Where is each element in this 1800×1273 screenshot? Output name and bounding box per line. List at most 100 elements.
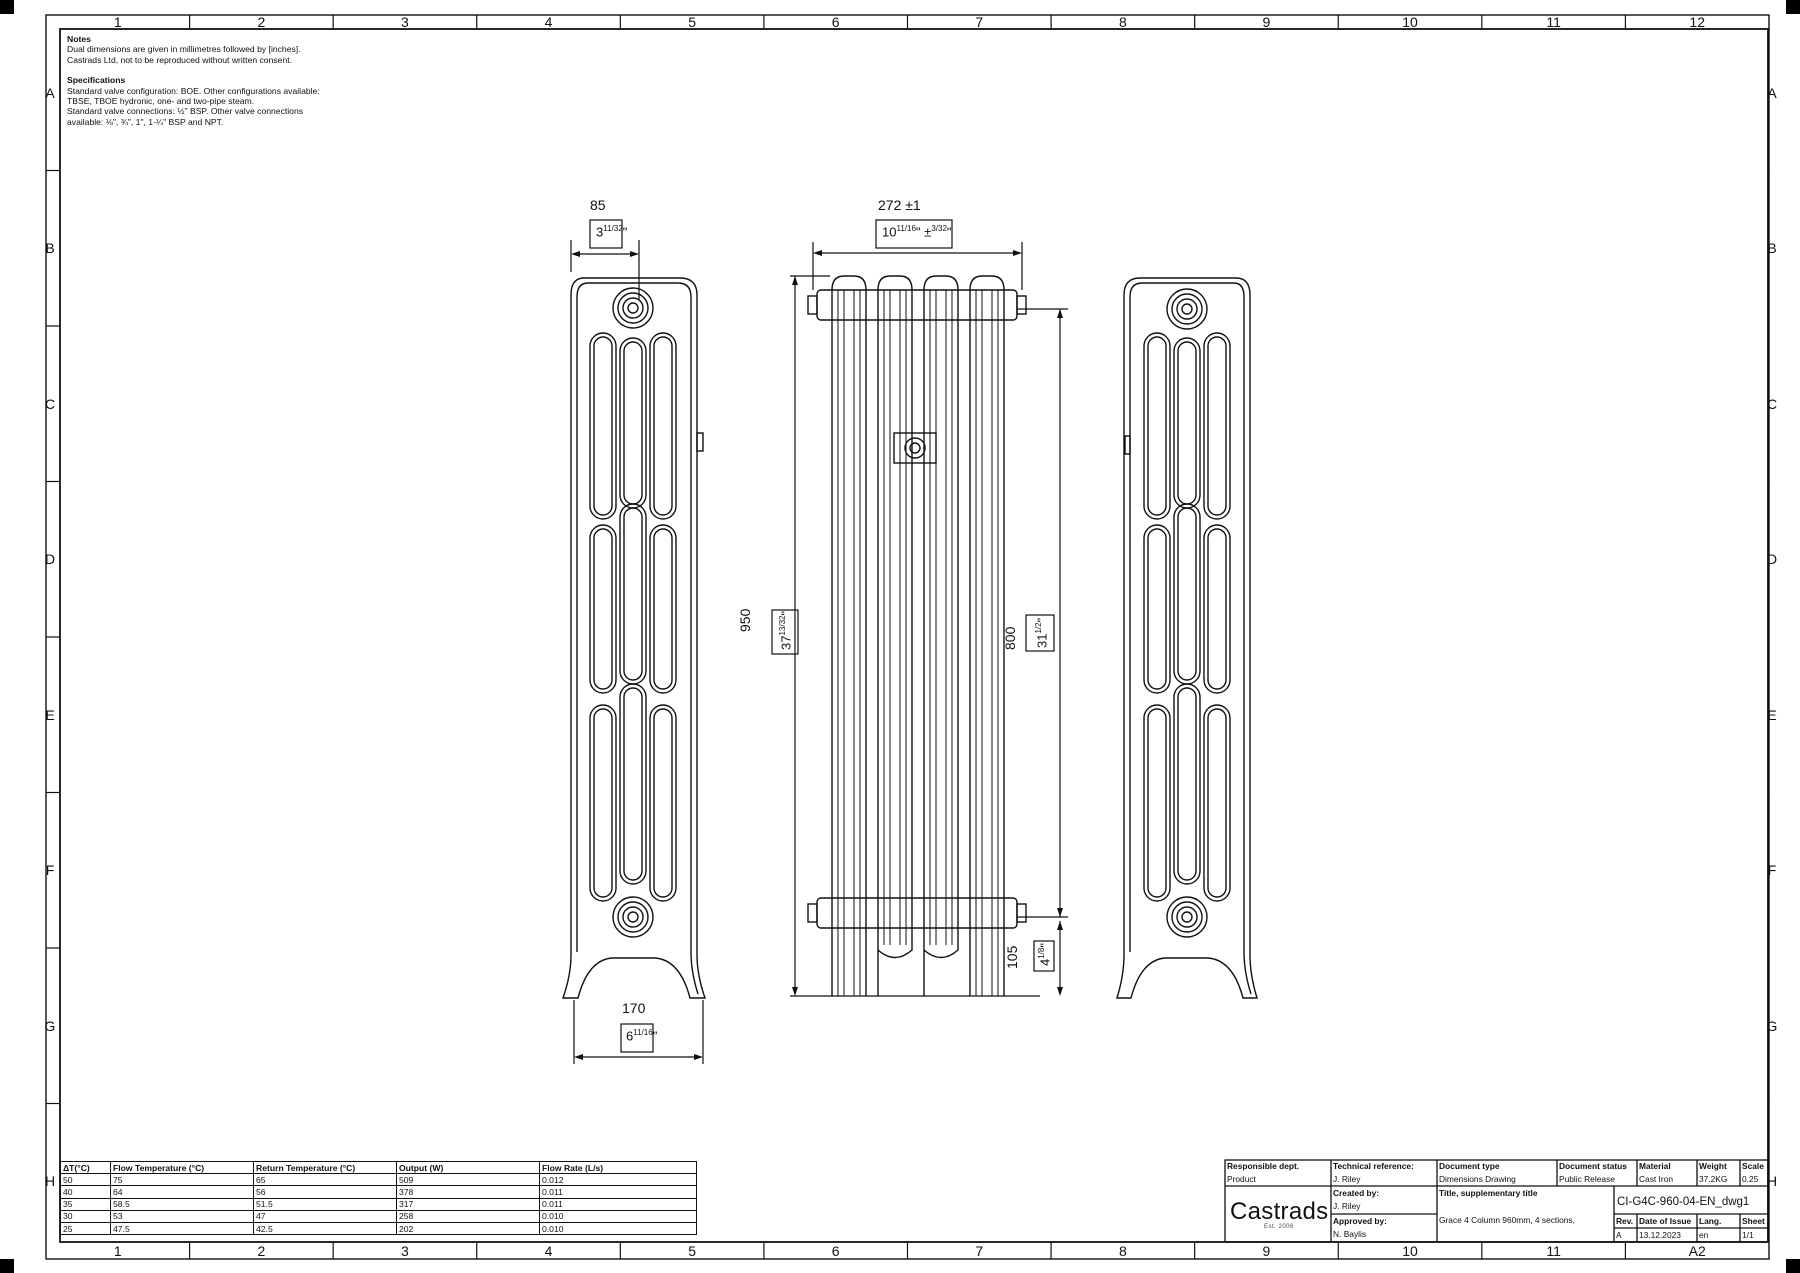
zone-column-label: 11 [1546, 14, 1561, 30]
table-cell: 0.011 [539, 1197, 697, 1211]
zone-column-label: 11 [1546, 1243, 1561, 1259]
document-number: CI-G4C-960-04-EN_dwg1 [1617, 1196, 1750, 1208]
zone-row-label: F [45, 862, 55, 879]
table-cell: 0.011 [539, 1185, 697, 1199]
table-cell: 75 [110, 1173, 254, 1187]
table-header: ΔT(°C) [60, 1160, 111, 1175]
front-view [807, 275, 1027, 996]
sheet-label: Sheet [1742, 1216, 1765, 1226]
zone-column-label: 8 [1118, 14, 1127, 30]
created-by: J. Riley [1333, 1201, 1361, 1211]
scale: 0.25 [1742, 1174, 1759, 1184]
table-cell: 25 [60, 1221, 111, 1236]
weight-label: Weight [1699, 1161, 1727, 1171]
notes-line: Dual dimensions are given in millimetres… [67, 44, 301, 55]
dim-top-width-mm: 85 [590, 197, 606, 213]
table-header: Return Temperature (°C) [253, 1160, 397, 1175]
inch-whole: 3 [596, 224, 604, 240]
zone-row-label: B [45, 240, 55, 257]
zone-row-label: G [44, 1017, 56, 1034]
table-cell: 47 [253, 1209, 397, 1223]
dimension-lines [570, 219, 1068, 1064]
zone-column-label: 7 [975, 1243, 984, 1259]
material: Cast Iron [1639, 1174, 1673, 1184]
inch-mark: " [652, 1028, 658, 1044]
inch-den: 16 [907, 224, 916, 233]
table-cell: 50 [60, 1173, 111, 1187]
zone-column-label: 10 [1402, 1243, 1418, 1259]
table-cell: 40 [60, 1185, 111, 1199]
inch-whole: 6 [626, 1028, 634, 1044]
dim-top-width-in: 311/32" [596, 224, 628, 240]
zone-column-label: 9 [1262, 14, 1271, 30]
title-label: Title, supplementary title [1439, 1188, 1538, 1198]
corner-mark [1786, 1259, 1800, 1273]
dim-height-in: 3713/32" [778, 610, 794, 650]
zone-column-label: 1 [113, 14, 122, 30]
zone-column-label: 3 [401, 14, 409, 30]
table-cell: 51.5 [253, 1197, 397, 1211]
inch-mark: " [778, 610, 794, 616]
table-cell: 317 [396, 1197, 540, 1211]
zone-column-label: 10 [1402, 14, 1418, 30]
notes-block: Notes Dual dimensions are given in milli… [67, 34, 320, 127]
approved-by-label: Approved by: [1333, 1216, 1387, 1226]
spec-line: TBSE, TBOE hydronic, one- and two-pipe s… [67, 96, 255, 107]
technical-reference: J. Riley [1333, 1174, 1361, 1184]
table-cell: 0.010 [539, 1221, 697, 1236]
zone-column-label: A2 [1688, 1243, 1706, 1259]
inch-whole: 37 [778, 635, 794, 650]
notes-line: Castrads Ltd, not to be reproduced witho… [67, 54, 292, 65]
zone-grid-ticks [46, 15, 1769, 1259]
created-by-label: Created by: [1333, 1188, 1380, 1198]
zone-row-label: H [1766, 1173, 1778, 1190]
performance-table: ΔT(°C) Flow Temperature (°C) Return Temp… [60, 1160, 697, 1236]
table-cell: 58.5 [110, 1197, 254, 1211]
technical-reference-label: Technical reference: [1333, 1161, 1414, 1171]
title-block-frame [1224, 1159, 1769, 1243]
weight: 37.2KG [1699, 1174, 1728, 1184]
inch-whole: 4 [1037, 958, 1053, 966]
inch-whole: 31 [1034, 633, 1050, 648]
inch-num: 3 [931, 224, 936, 233]
zone-row-label: D [1766, 551, 1778, 568]
dim-depth-mm: 170 [622, 1000, 646, 1016]
table-header: Flow Temperature (°C) [110, 1160, 254, 1175]
inch-num: 11 [896, 224, 905, 233]
table-cell: 30 [60, 1209, 111, 1223]
inch-den: 32 [938, 224, 947, 233]
zone-row-label: B [1767, 240, 1777, 257]
zone-row-label: F [1767, 862, 1777, 879]
table-cell: 0.010 [539, 1209, 697, 1223]
zone-column-label: 5 [688, 14, 697, 30]
rev: A [1616, 1230, 1622, 1240]
zone-column-label: 2 [257, 14, 266, 30]
zone-column-label: 6 [831, 1243, 840, 1259]
inner-frame [59, 28, 1769, 1243]
inch-num: 11 [633, 1028, 642, 1037]
inch-mark: " [1034, 617, 1050, 623]
table-cell: 47.5 [110, 1221, 254, 1236]
document-status-label: Document status [1559, 1161, 1627, 1171]
table-cell: 35 [60, 1197, 111, 1211]
inch-num: 11 [603, 224, 612, 233]
inch-num: 1 [1034, 629, 1043, 634]
zone-row-label: G [1766, 1017, 1778, 1034]
zone-column-label: 7 [975, 14, 984, 30]
responsible-dept: Product [1227, 1174, 1256, 1184]
material-label: Material [1639, 1161, 1671, 1171]
dim-height-mm: 950 [737, 608, 753, 632]
spec-line: available: ⅛", ¾", 1", 1-¼" BSP and NPT. [67, 116, 224, 127]
zone-column-label: 4 [544, 1243, 553, 1259]
table-cell: 0.012 [539, 1173, 697, 1187]
inch-num: 13 [778, 626, 787, 636]
table-cell: 42.5 [253, 1221, 397, 1236]
table-cell: 378 [396, 1185, 540, 1199]
corner-mark [0, 0, 14, 14]
table-header: Output (W) [396, 1160, 540, 1175]
document-type: Dimensions Drawing [1439, 1174, 1516, 1184]
zone-column-label: 5 [688, 1243, 697, 1259]
